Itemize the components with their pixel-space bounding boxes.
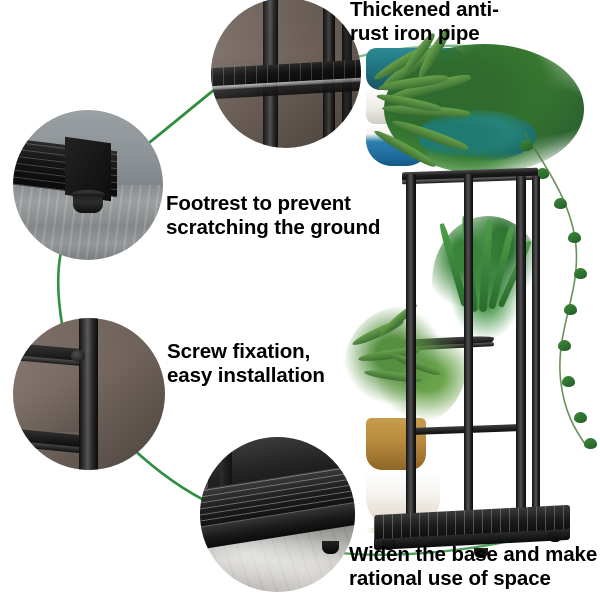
trailing-vine — [514, 126, 600, 456]
callout-label-pipe-line2: rust iron pipe — [350, 22, 480, 46]
callout-label-screw-line2: easy installation — [167, 364, 325, 388]
vine-leaf — [520, 140, 533, 151]
screw-photo-panel — [13, 362, 83, 432]
callout-photo-screw-fixation — [13, 318, 165, 470]
vine-leaf — [574, 268, 587, 279]
callout-label-screw-line1: Screw fixation, — [167, 340, 311, 363]
screw-photo-shading — [13, 318, 165, 470]
pipe-photo-shading — [211, 0, 361, 148]
vine-leaf — [554, 198, 567, 209]
stand-post-back-right — [516, 176, 526, 516]
screw-head-icon — [71, 350, 85, 362]
callout-label-pipe-line1: Thickened anti- — [350, 0, 499, 21]
vine-leaf — [564, 304, 577, 315]
vine-leaf — [562, 376, 575, 387]
stand-post-front-right — [532, 176, 540, 516]
callout-photo-widened-base — [200, 437, 355, 592]
vine-leaf — [574, 412, 587, 423]
callout-label-footrest: Footrest to prevent scratching the groun… — [166, 192, 396, 240]
callout-photo-footrest — [13, 110, 163, 260]
product-photo-plant-stand — [344, 26, 600, 558]
callout-photo-iron-pipe — [211, 0, 361, 148]
callout-label-base-line1: Widen the base and make — [349, 543, 598, 566]
vine-leaf — [536, 168, 549, 179]
stand-post-mid — [464, 174, 473, 518]
stand-foot-pad — [548, 532, 562, 542]
vine-stem — [523, 131, 589, 449]
callout-label-screw: Screw fixation, easy installation — [167, 340, 382, 388]
stand-post-front-left — [406, 174, 416, 518]
vine-leaf — [558, 340, 571, 351]
footrest-pad — [73, 194, 103, 213]
vine-leaf — [568, 232, 581, 243]
callout-label-base: Widen the base and make rational use of … — [349, 543, 599, 591]
callout-label-base-line2: rational use of space — [349, 567, 551, 591]
base-riser-post — [220, 438, 232, 486]
callout-label-footrest-line1: Footrest to prevent — [166, 192, 351, 215]
base-foot-pad — [322, 541, 339, 554]
callout-label-pipe: Thickened anti- rust iron pipe — [350, 0, 540, 46]
callout-label-footrest-line2: scratching the ground — [166, 216, 381, 240]
vine-leaf — [584, 438, 597, 449]
left-fern-foliage — [344, 301, 466, 428]
